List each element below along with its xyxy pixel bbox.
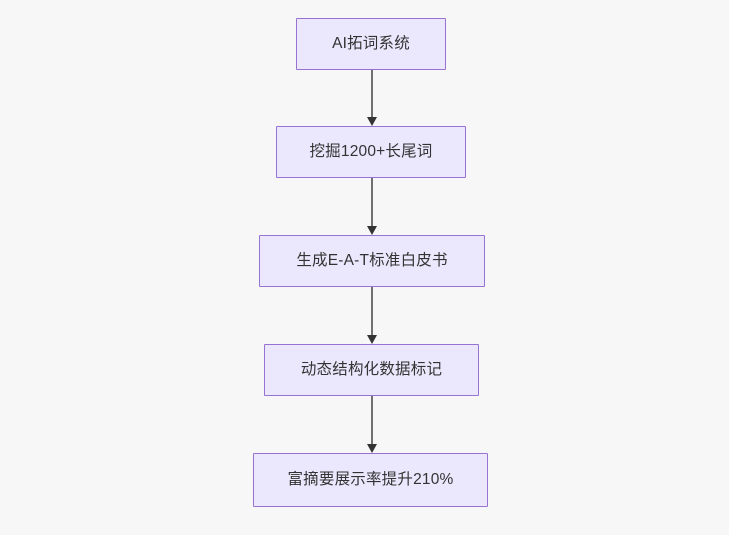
arrowhead-icon xyxy=(366,117,377,126)
edge-line xyxy=(371,287,374,335)
edge-line xyxy=(371,178,374,226)
flow-node-generate-eat-whitepaper[interactable]: 生成E-A-T标准白皮书 xyxy=(259,235,485,287)
edge-line xyxy=(371,396,374,444)
flow-node-label: 生成E-A-T标准白皮书 xyxy=(296,251,448,269)
edge-line xyxy=(371,70,374,117)
arrowhead-icon xyxy=(366,335,377,344)
flow-node-dynamic-structured-data-markup[interactable]: 动态结构化数据标记 xyxy=(264,344,479,396)
flow-node-label: 富摘要展示率提升210% xyxy=(287,470,454,488)
flow-node-label: 挖掘1200+长尾词 xyxy=(309,142,433,160)
flow-node-rich-snippet-impression-uplift[interactable]: 富摘要展示率提升210% xyxy=(253,453,488,507)
arrowhead-icon xyxy=(366,444,377,453)
flow-node-label: AI拓词系统 xyxy=(332,34,410,52)
flow-node-mine-longtail-keywords[interactable]: 挖掘1200+长尾词 xyxy=(276,126,466,178)
flow-node-ai-keyword-system[interactable]: AI拓词系统 xyxy=(296,18,446,70)
flow-node-label: 动态结构化数据标记 xyxy=(300,360,443,378)
arrowhead-icon xyxy=(366,226,377,235)
